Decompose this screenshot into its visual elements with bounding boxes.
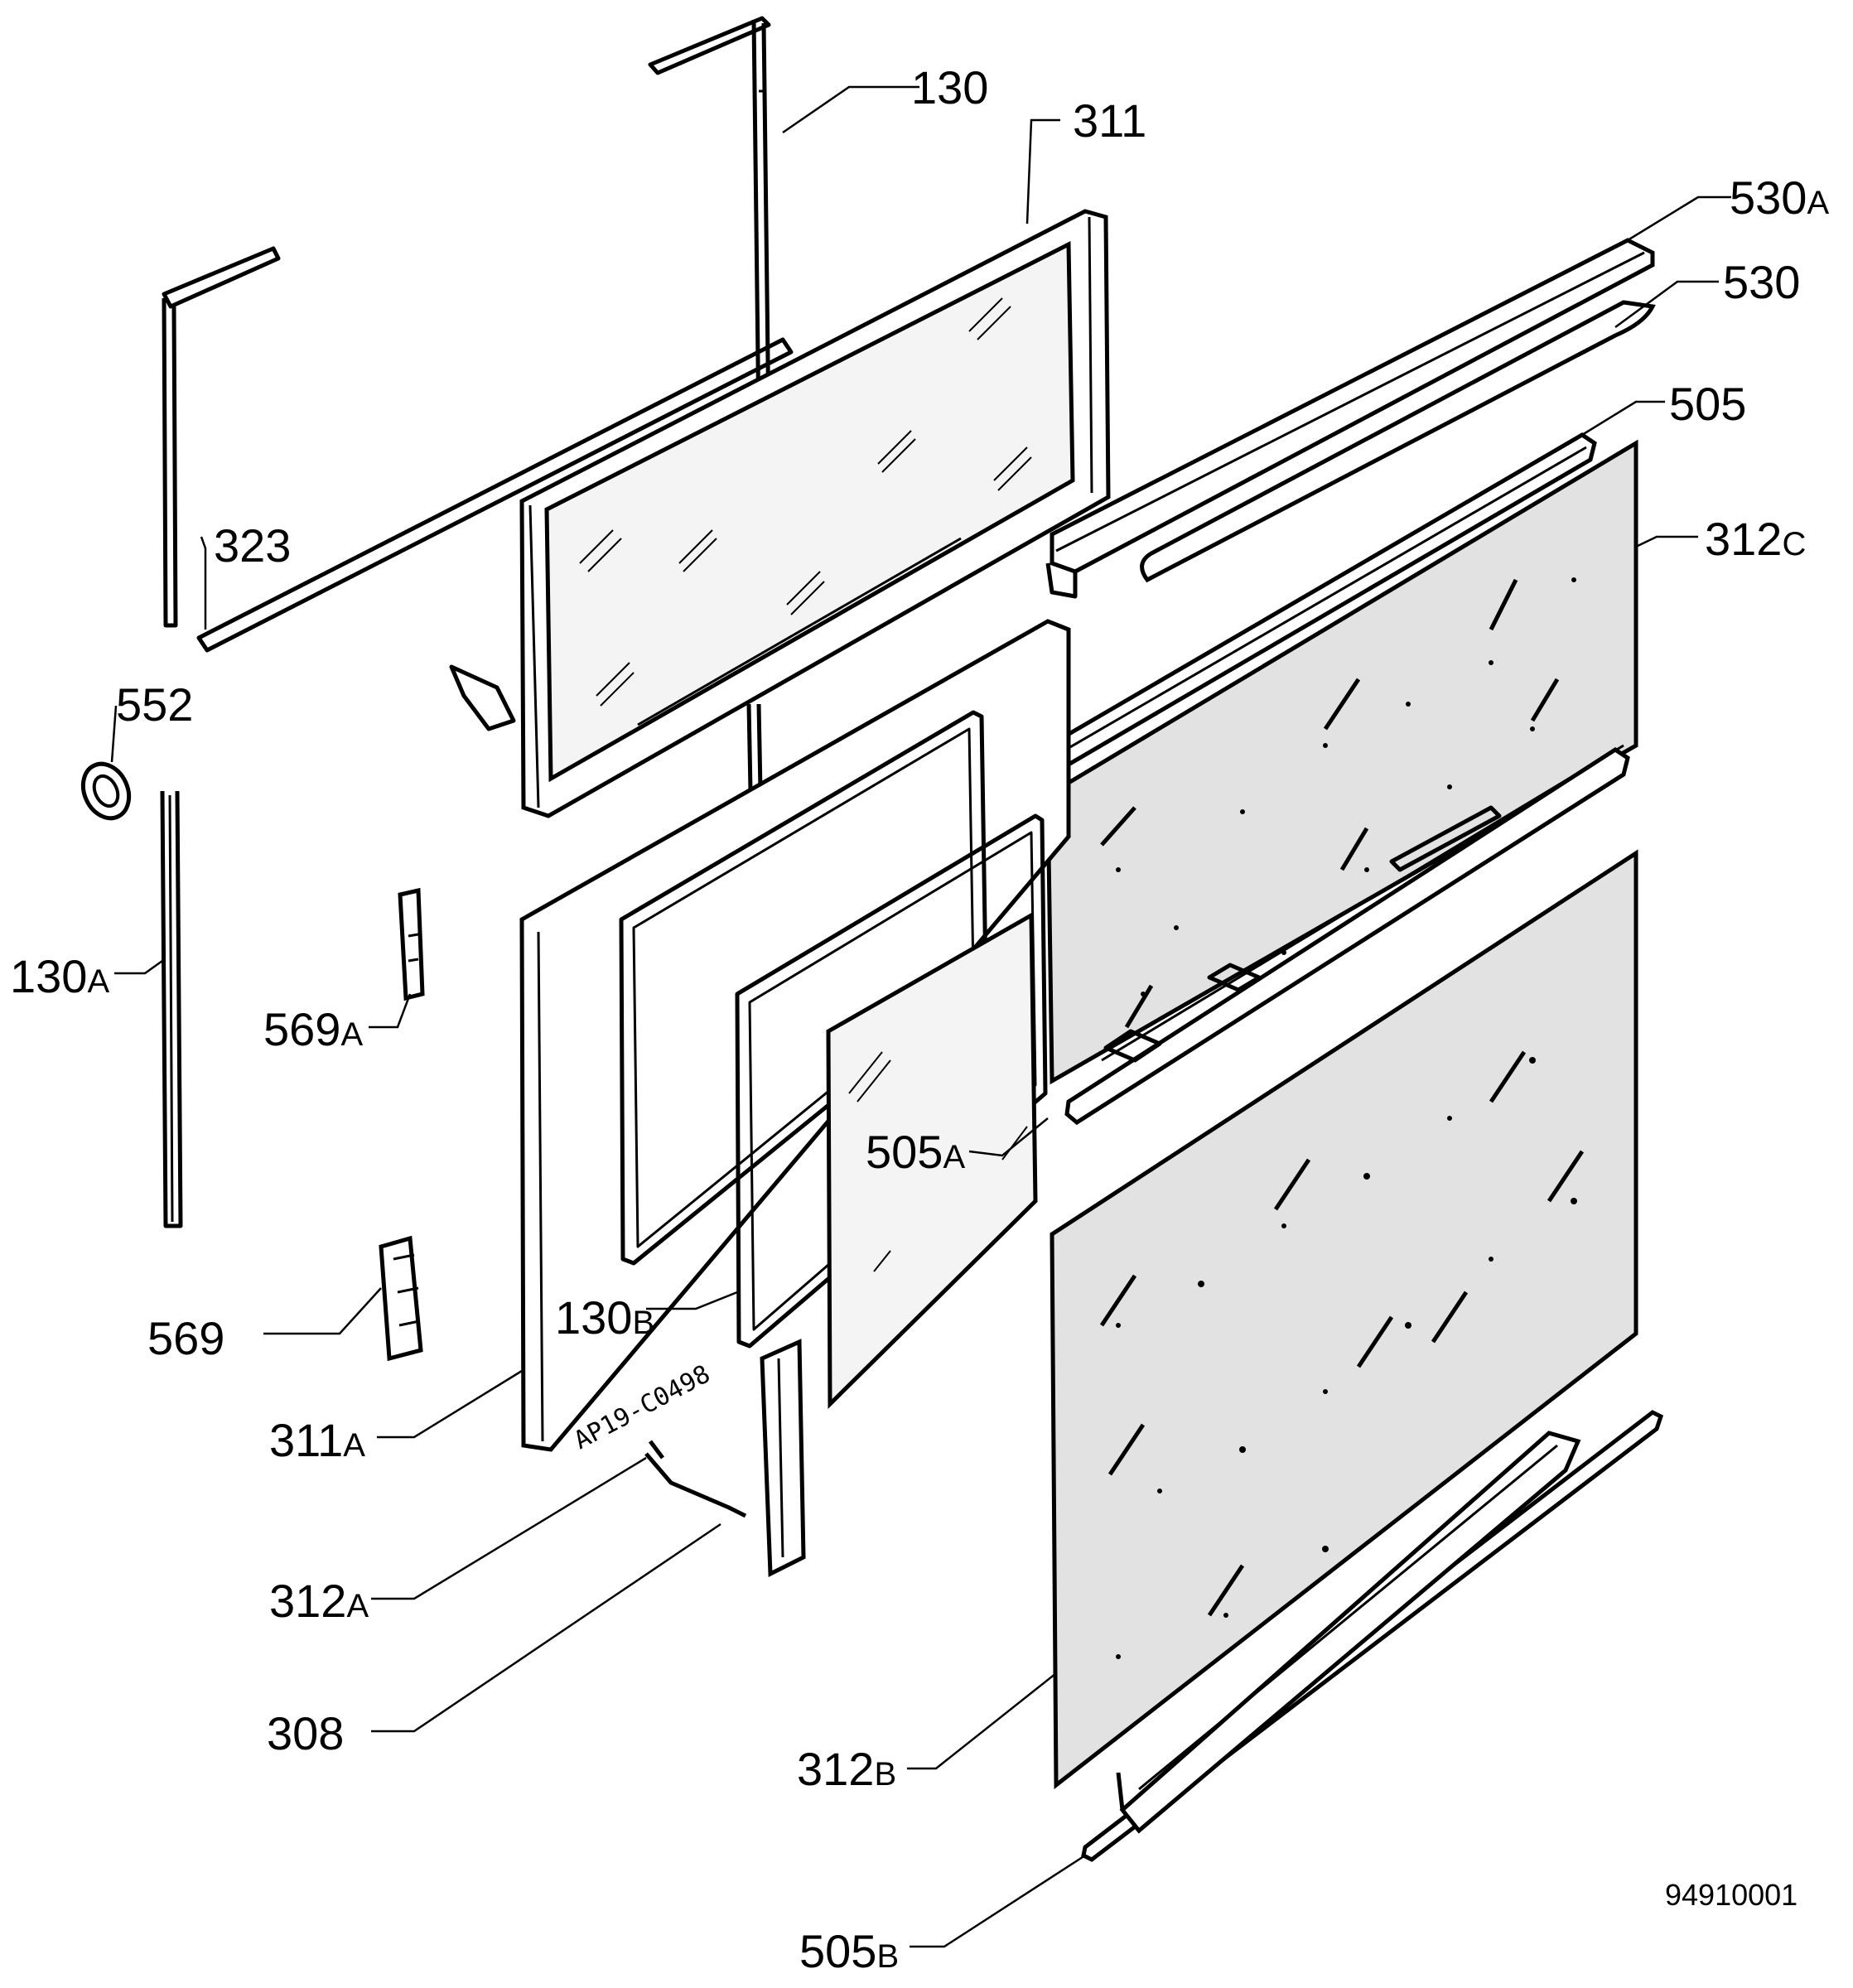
drawing-number: 94910001 bbox=[1665, 1878, 1798, 1912]
part-530-handle-bar bbox=[1140, 300, 1656, 583]
part-505A-clear-glass bbox=[826, 911, 1038, 1409]
callout-505A: 505A bbox=[866, 1126, 965, 1178]
part-569-hinge bbox=[379, 1235, 423, 1362]
leader-lines bbox=[110, 85, 1731, 1948]
part-308-hinge-arm bbox=[644, 1339, 806, 1577]
part-552-seal-ring bbox=[80, 761, 132, 821]
callout-569: 569 bbox=[147, 1312, 224, 1364]
callout-312A: 312A bbox=[269, 1575, 369, 1627]
callout-530A: 530A bbox=[1730, 171, 1829, 224]
part-323-strip bbox=[162, 246, 794, 653]
callout-505B: 505B bbox=[799, 1925, 899, 1977]
callout-312C: 312C bbox=[1705, 513, 1806, 565]
callout-552: 552 bbox=[116, 678, 193, 731]
callout-311A: 311A bbox=[269, 1414, 365, 1466]
part-130-lower-segment bbox=[746, 703, 763, 794]
callout-505: 505 bbox=[1669, 378, 1746, 430]
callout-130B: 130B bbox=[555, 1291, 654, 1344]
part-530A-rail bbox=[1045, 238, 1655, 599]
part-312C-upper-glass bbox=[1045, 439, 1638, 1085]
callout-labels: 130 311 530A 530 505 312C 323 552 130A 5… bbox=[10, 61, 1829, 1977]
callout-308: 308 bbox=[267, 1707, 344, 1759]
callout-569A: 569A bbox=[263, 1003, 363, 1055]
callout-311: 311 bbox=[1073, 94, 1146, 147]
part-312B-lower-glass bbox=[1050, 849, 1638, 1790]
part-569A-hinge bbox=[398, 887, 425, 1001]
callout-312B: 312B bbox=[797, 1743, 896, 1795]
callout-530: 530 bbox=[1723, 256, 1800, 308]
callout-130: 130 bbox=[911, 61, 988, 113]
callout-130A: 130A bbox=[10, 950, 109, 1002]
part-311-upper-frame bbox=[449, 209, 1111, 818]
part-505-lower-trim bbox=[1064, 744, 1630, 1126]
part-130A-gasket bbox=[160, 790, 183, 1228]
callout-323: 323 bbox=[214, 519, 291, 572]
